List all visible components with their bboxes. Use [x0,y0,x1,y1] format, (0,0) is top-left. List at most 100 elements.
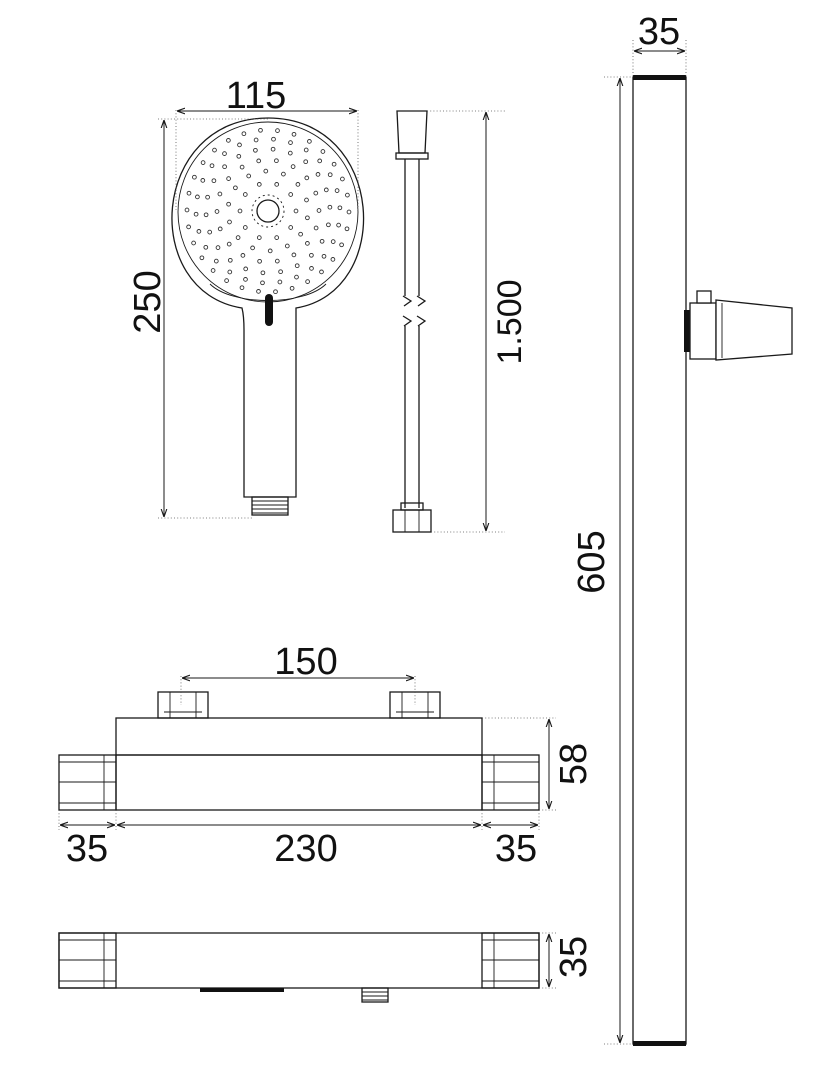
nozzle [327,204,333,210]
nozzle [227,269,233,275]
center-button-ring [251,194,285,228]
nozzle [346,209,352,215]
nozzle [239,164,245,170]
nozzle [336,222,341,228]
nozzle [227,257,233,263]
center-button [256,199,280,223]
nozzle [250,245,255,251]
nozzle [320,149,326,154]
nozzle [289,285,295,291]
outlet-thread [361,987,389,1003]
nozzle [331,161,337,167]
nozzle [305,215,310,221]
thermostat-front-view: 150 58 35 230 35 [58,641,595,870]
nozzle [271,136,276,142]
nozzle [211,178,217,184]
nozzle [309,252,314,258]
nozzle [256,235,262,240]
nozzle [275,128,280,133]
nozzle [263,168,269,174]
rail-holder [684,290,793,361]
nozzle [192,174,197,180]
nozzle [196,229,202,234]
slide-rail: 35 605 [571,11,793,1046]
nozzle [304,197,309,203]
thermostat-upper-body [115,717,483,756]
nozzle [288,140,293,145]
nozzle [210,268,216,273]
nozzle [258,127,263,133]
dim-label-depth-35: 35 [553,936,595,978]
nozzle [256,182,262,187]
nozzle [309,266,314,271]
nozzle [226,176,231,181]
nozzle [253,137,259,143]
nozzle [316,208,322,213]
nozzle [242,192,248,197]
nozzle [226,138,231,143]
dim-label-115: 115 [226,75,287,117]
nozzle [337,205,343,211]
nozzle [222,164,227,170]
nozzle [222,151,227,156]
shower-face-ring [177,121,359,303]
nozzle [281,171,286,177]
nozzle [193,211,199,217]
rail-bar [632,76,687,1045]
nozzle [315,172,321,177]
bottom-end-right [481,932,540,989]
hose-cone-top [396,110,428,154]
nozzle [227,219,232,225]
nozzle [237,208,243,214]
spray-selector [265,294,273,326]
shower-hose: 1.500 [392,110,529,533]
nozzle [273,289,278,295]
nozzle [217,226,223,232]
nozzle [217,191,223,197]
shower-head-outline [171,117,365,498]
nozzle [241,131,247,137]
nozzle [288,225,294,230]
nozzle [290,164,296,169]
nozzle [200,160,206,165]
nozzle [213,258,219,264]
nozzle [186,224,191,230]
nozzle [191,240,196,246]
nozzle [203,244,209,250]
nozzle [295,182,301,187]
dim-label-250: 250 [127,270,169,333]
nozzle [260,270,266,276]
nozzle [256,289,261,294]
nozzle [291,131,297,137]
nozzle [330,257,336,262]
nozzle [270,146,276,152]
nozzle [233,185,238,191]
rail-cap-top [633,75,686,80]
nozzle [294,274,299,280]
nozzle [195,194,200,200]
nozzle [215,245,221,250]
nozzle [284,243,290,249]
nozzle [303,147,309,153]
dim-label-605: 605 [571,530,613,593]
nozzle [344,226,350,232]
bottom-view-body [58,932,540,989]
nozzle [243,266,249,272]
nozzle [257,258,262,264]
nozzle [334,188,340,193]
nozzle [237,142,242,148]
dim-label-230: 230 [274,828,337,870]
bottom-end-left [58,932,117,989]
nozzle-field [184,127,352,295]
nozzle [240,253,246,258]
nozzle [209,163,215,169]
nozzle [319,269,324,275]
nozzle [305,279,310,284]
nozzle [267,248,273,254]
nozzle [246,173,252,179]
nozzle [304,175,310,181]
nozzle [224,278,229,283]
nozzle [199,255,205,261]
nozzle [278,269,283,275]
shower-thread [251,496,289,516]
